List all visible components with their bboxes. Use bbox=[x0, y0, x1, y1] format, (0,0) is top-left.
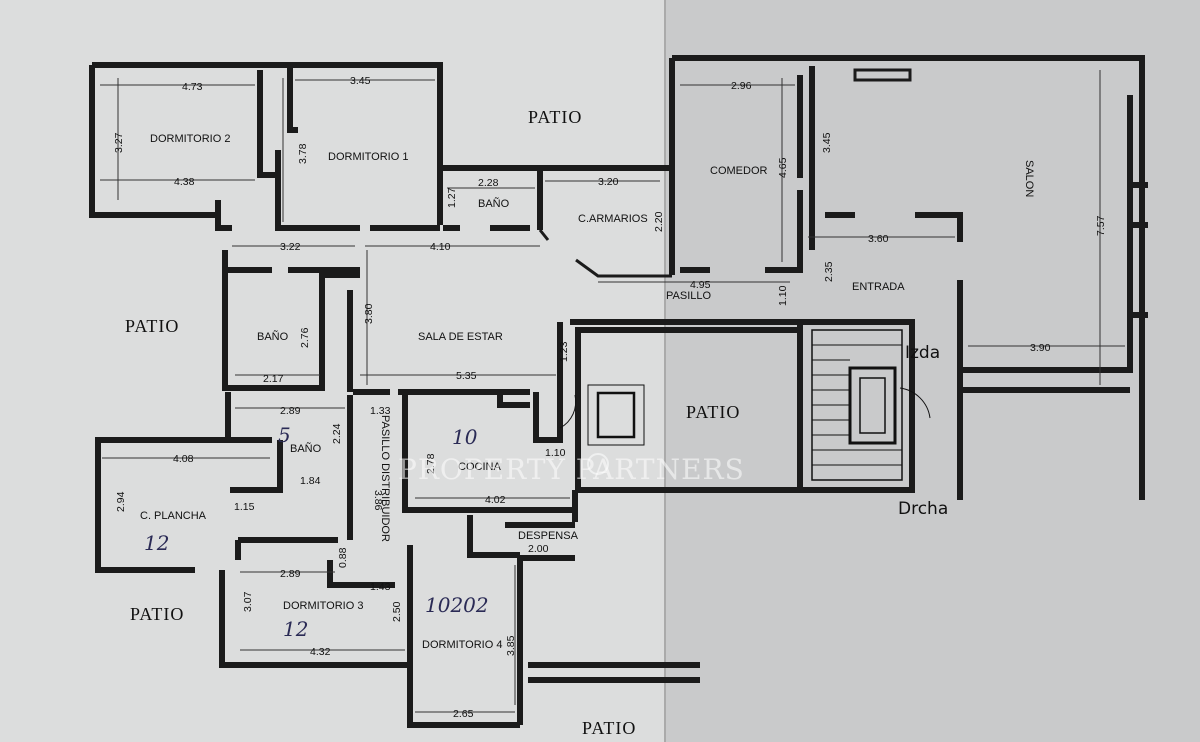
room-c-armarios: C.ARMARIOS bbox=[578, 213, 648, 225]
room-pasillo: PASILLO bbox=[666, 290, 711, 302]
handwritten-12-plancha: 12 bbox=[144, 531, 169, 555]
dim-3-78: 3.78 bbox=[297, 143, 309, 164]
room-pasillo-distribuidor: PASILLO DISTRIBUIDOR bbox=[379, 415, 391, 542]
room-comedor: COMEDOR bbox=[710, 165, 768, 177]
dim-4-08: 4.08 bbox=[173, 453, 194, 465]
dimension-lines bbox=[100, 70, 1125, 713]
room-bano-1: BAÑO bbox=[478, 197, 510, 210]
dim-4-65: 4.65 bbox=[777, 157, 789, 178]
dim-4-95: 4.95 bbox=[690, 279, 711, 291]
dim-2-76: 2.76 bbox=[299, 327, 311, 348]
room-dormitorio-2: DORMITORIO 2 bbox=[150, 133, 230, 145]
dim-1-23: 1.23 bbox=[558, 341, 570, 362]
room-despensa: DESPENSA bbox=[518, 530, 579, 542]
elevator-symbol bbox=[559, 384, 645, 446]
dim-2-24: 2.24 bbox=[331, 423, 343, 444]
dim-3-85: 3.85 bbox=[505, 635, 517, 656]
staircase bbox=[811, 329, 931, 481]
dim-1-10-cocina: 1.10 bbox=[545, 447, 566, 459]
dim-4-10: 4.10 bbox=[430, 241, 451, 253]
dim-1-43: 1.43 bbox=[370, 581, 391, 593]
dim-2-94: 2.94 bbox=[115, 491, 127, 512]
watermark-text: PROPERTY PARTNERS bbox=[398, 453, 745, 486]
patio-label-left: PATIO bbox=[125, 316, 179, 336]
paper-left-sheet bbox=[0, 0, 665, 742]
label-izda: Izda bbox=[905, 343, 940, 363]
dim-2-89-bano: 2.89 bbox=[280, 405, 301, 417]
dim-0-88: 0.88 bbox=[337, 547, 349, 568]
room-salon: SALON bbox=[1023, 160, 1035, 197]
patio-label-center: PATIO bbox=[686, 402, 740, 422]
room-bano-3: BAÑO bbox=[290, 442, 322, 455]
room-bano-2: BAÑO bbox=[257, 330, 289, 343]
room-dormitorio-4: DORMITORIO 4 bbox=[422, 639, 502, 651]
label-drcha: Drcha bbox=[898, 499, 948, 519]
room-cocina: COCINA bbox=[458, 461, 501, 473]
dim-3-60: 3.60 bbox=[868, 233, 889, 245]
dim-4-73: 4.73 bbox=[182, 81, 203, 93]
patio-label-top: PATIO bbox=[528, 107, 582, 127]
room-dormitorio-3: DORMITORIO 3 bbox=[283, 600, 363, 612]
dim-4-02: 4.02 bbox=[485, 494, 506, 506]
patio-label-bottom: PATIO bbox=[582, 718, 636, 738]
room-dormitorio-1: DORMITORIO 1 bbox=[328, 151, 408, 163]
dim-3-07: 3.07 bbox=[242, 591, 254, 612]
handwritten-5: 5 bbox=[278, 423, 291, 447]
dim-2-50: 2.50 bbox=[391, 601, 403, 622]
dim-7-57: 7.57 bbox=[1095, 215, 1107, 236]
dim-3-45-salon: 3.45 bbox=[821, 132, 833, 153]
dim-1-15: 1.15 bbox=[234, 501, 255, 513]
dim-2-89-dorm3: 2.89 bbox=[280, 568, 301, 580]
watermark-logo-icon bbox=[587, 453, 609, 475]
dim-1-84: 1.84 bbox=[300, 475, 321, 487]
dim-3-22: 3.22 bbox=[280, 241, 301, 253]
handwritten-10: 10 bbox=[452, 425, 478, 449]
handwritten-10202: 10202 bbox=[425, 593, 489, 617]
dim-3-27: 3.27 bbox=[113, 132, 125, 153]
dim-3-86: 3.86 bbox=[372, 490, 384, 511]
dim-2-65: 2.65 bbox=[453, 708, 474, 720]
dim-3-45-top: 3.45 bbox=[350, 75, 371, 87]
dim-2-96: 2.96 bbox=[731, 80, 752, 92]
dim-3-20: 3.20 bbox=[598, 176, 619, 188]
room-sala-de-estar: SALA DE ESTAR bbox=[418, 331, 503, 343]
dim-2-35: 2.35 bbox=[823, 261, 835, 282]
dim-2-78: 2.78 bbox=[425, 453, 437, 474]
dim-3-80: 3.80 bbox=[363, 303, 375, 324]
dim-2-17: 2.17 bbox=[263, 373, 284, 385]
dim-2-00: 2.00 bbox=[528, 543, 549, 555]
dim-3-90: 3.90 bbox=[1030, 342, 1051, 354]
dim-2-20: 2.20 bbox=[653, 211, 665, 232]
handwritten-12-dorm3: 12 bbox=[283, 617, 308, 641]
walls bbox=[89, 55, 1148, 728]
room-entrada: ENTRADA bbox=[852, 281, 905, 293]
dim-4-38: 4.38 bbox=[174, 176, 195, 188]
dim-1-33: 1.33 bbox=[370, 405, 391, 417]
dim-5-35: 5.35 bbox=[456, 370, 477, 382]
dim-1-10-pasillo: 1.10 bbox=[777, 285, 789, 306]
dim-1-27: 1.27 bbox=[446, 187, 458, 208]
dim-2-28: 2.28 bbox=[478, 177, 499, 189]
dim-4-32: 4.32 bbox=[310, 646, 331, 658]
room-c-plancha: C. PLANCHA bbox=[140, 510, 207, 522]
patio-label-bottom-left: PATIO bbox=[130, 604, 184, 624]
